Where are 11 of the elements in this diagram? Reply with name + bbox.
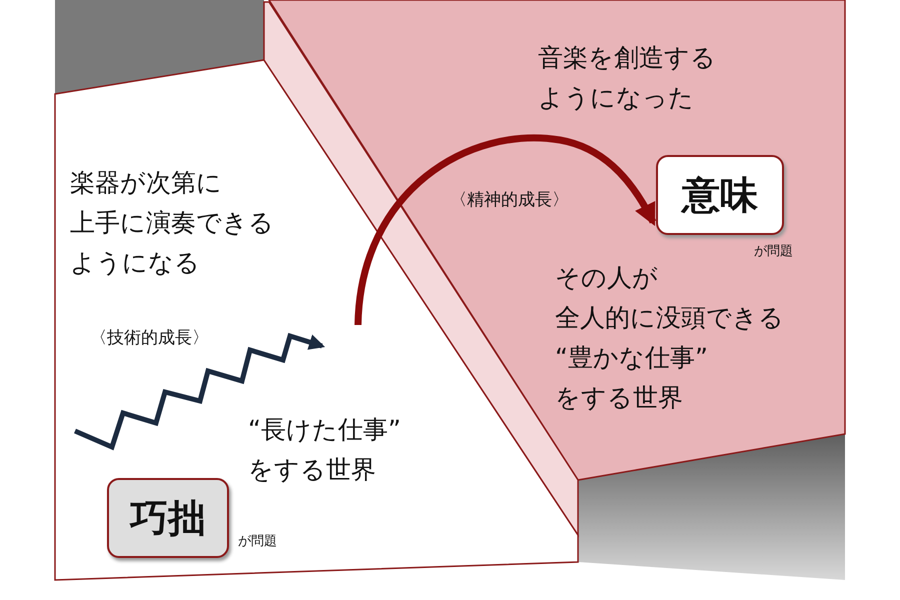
edge-label: 〈精神的成長〉 [450, 189, 569, 211]
curved-arrow [354, 134, 656, 326]
growth-label: 〈技術的成長〉 [90, 327, 209, 349]
caption-text: が問題 [754, 243, 793, 260]
body-text: 楽器が次第に上手に演奏できるようになる [70, 167, 274, 279]
body-text: 音楽を創造するようになった [538, 42, 716, 114]
caption-text: が問題 [238, 533, 277, 550]
label-box: 意味 [656, 155, 784, 235]
label-box: 巧拙 [107, 478, 229, 558]
body-text: “長けた仕事”をする世界 [248, 414, 401, 486]
body-text: その人が全人的に没頭できる“豊かな仕事”をする世界 [555, 262, 784, 414]
